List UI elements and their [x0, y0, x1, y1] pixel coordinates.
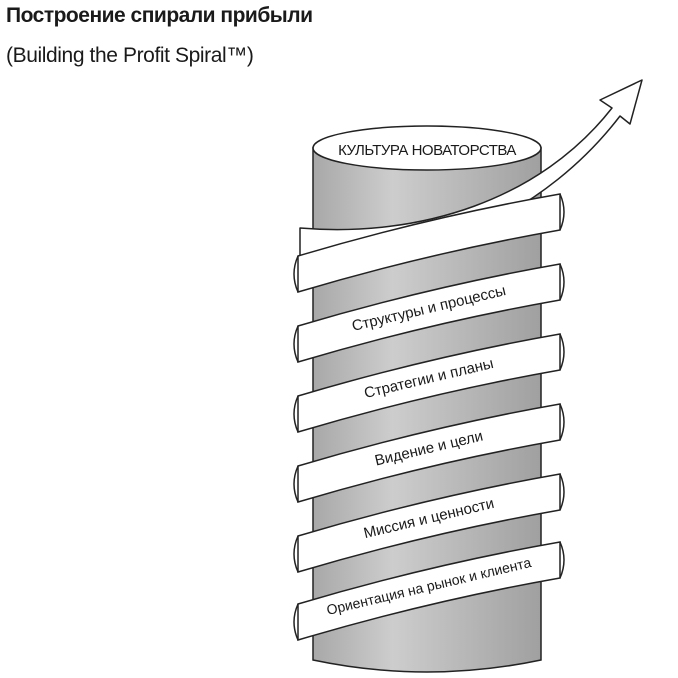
spiral-band-left-edge	[293, 255, 299, 293]
cylinder-top	[312, 125, 542, 171]
spiral-band-left-edge	[293, 325, 299, 363]
spiral-band-right-edge	[559, 263, 565, 301]
diagram-subtitle: (Building the Profit Spiral™)	[6, 44, 254, 67]
spiral-band-right-edge	[559, 541, 565, 579]
top-label: КУЛЬТУРА НОВАТОРСТВА	[338, 142, 516, 159]
spiral-band-right-edge	[559, 333, 565, 371]
spiral-band-left-edge	[293, 535, 299, 573]
spiral-band-right-edge	[559, 403, 565, 441]
spiral-band-right-edge	[559, 193, 565, 231]
spiral-band-left-edge	[293, 465, 299, 503]
spiral-band-left-edge	[293, 395, 299, 433]
spiral-band-1	[293, 193, 565, 294]
diagram-title: Построение спирали прибыли	[6, 4, 313, 27]
spiral-band-right-edge	[559, 473, 565, 511]
spiral-band-left-edge	[293, 603, 299, 641]
